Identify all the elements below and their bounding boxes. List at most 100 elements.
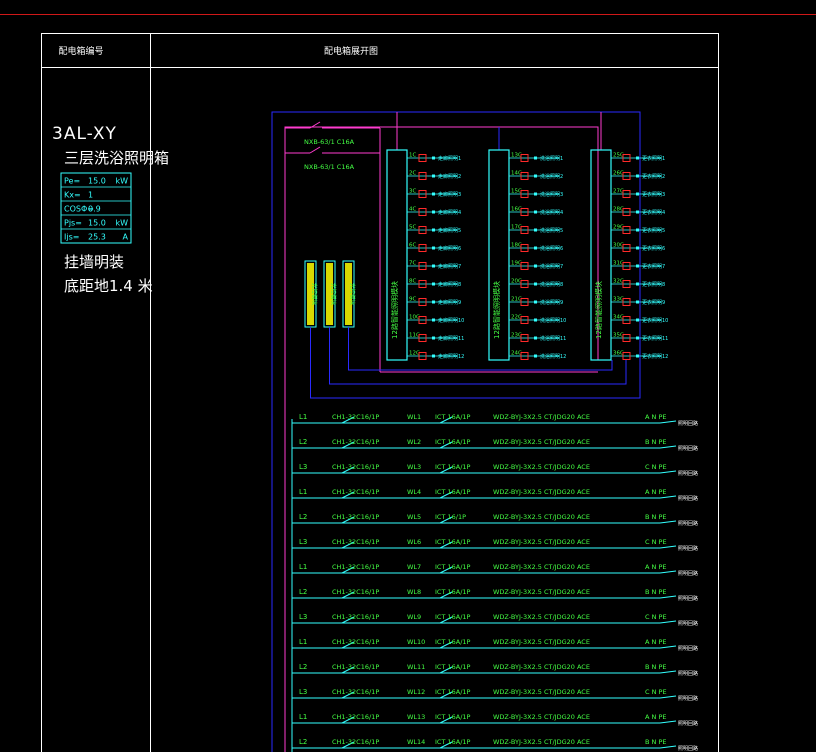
param-label: Ijs= xyxy=(64,233,79,242)
module-label: 12路智能照明模块 xyxy=(594,281,603,339)
outer-frame xyxy=(41,33,719,752)
channel-label: 2C xyxy=(409,171,416,177)
channel-output-label: 洗浴照明1 xyxy=(540,155,563,162)
channel-output-label: 走廊照明4 xyxy=(438,209,461,216)
channel-terminal xyxy=(534,228,537,232)
circuit-load: 照明回路 xyxy=(678,720,698,727)
circuit-load: 照明回路 xyxy=(678,520,698,527)
channel-terminal xyxy=(432,156,435,160)
control-module-label: 光控模块 xyxy=(311,283,319,306)
circuit-breaker-contact xyxy=(341,666,355,674)
channel-relay xyxy=(418,226,427,234)
channel-relay xyxy=(622,244,631,252)
channel-output-label: 更衣照明12 xyxy=(642,353,668,360)
circuit-cable: WDZ-BYJ-3X2.5 CT/JDG20 ACE xyxy=(493,413,590,421)
channel-relay xyxy=(622,208,631,216)
circuit-id: WL3 xyxy=(407,463,421,471)
channel-terminal xyxy=(432,192,435,196)
channel-relay xyxy=(622,316,631,324)
circuit-end xyxy=(659,570,677,574)
param-value: 15.0 xyxy=(88,219,106,228)
param-label: COSΦ= xyxy=(64,205,94,214)
channel-terminal xyxy=(534,156,537,160)
channel-relay xyxy=(520,172,529,180)
channel-relay xyxy=(520,316,529,324)
channel-label: 17C xyxy=(511,225,522,231)
channel-label: 18C xyxy=(511,243,522,249)
circuit-phase: L3 xyxy=(299,463,307,471)
channel-terminal xyxy=(534,246,537,250)
channel-label: 36C xyxy=(613,351,624,357)
circuit-id: WL7 xyxy=(407,563,421,571)
control-module-fill xyxy=(307,263,314,325)
channel-terminal xyxy=(432,300,435,304)
circuit-breaker: CH1-32C16/1P xyxy=(332,413,379,421)
channel-output-label: 更衣照明7 xyxy=(642,263,665,270)
channel-relay xyxy=(418,352,427,360)
channel-terminal xyxy=(534,354,537,358)
circuit-cable: WDZ-BYJ-3X2.5 CT/JDG20 ACE xyxy=(493,688,590,696)
channel-relay xyxy=(622,154,631,162)
channel-output-label: 洗浴照明10 xyxy=(540,317,566,324)
channel-label: 3C xyxy=(409,189,416,195)
channel-output-label: 走廊照明11 xyxy=(438,335,464,342)
channel-terminal xyxy=(636,354,639,358)
circuit-cable: WDZ-BYJ-3X2.5 CT/JDG20 ACE xyxy=(493,738,590,746)
channel-relay xyxy=(418,190,427,198)
circuit-breaker-contact xyxy=(341,641,355,649)
channel-relay xyxy=(418,208,427,216)
channel-terminal xyxy=(432,282,435,286)
circuit-end xyxy=(659,720,677,724)
circuit-end xyxy=(659,595,677,599)
channel-terminal xyxy=(636,264,639,268)
circuit-cable: WDZ-BYJ-3X2.5 CT/JDG20 ACE xyxy=(493,488,590,496)
circuit-relay: ICT 16A/1P xyxy=(435,688,471,696)
circuit-end xyxy=(659,695,677,699)
circuit-phase: L2 xyxy=(299,513,307,521)
circuit-phases: A N PE xyxy=(645,713,666,721)
circuit-breaker-contact xyxy=(341,416,355,424)
circuit-id: WL10 xyxy=(407,638,425,646)
circuit-end xyxy=(659,470,677,474)
channel-output-label: 走廊照明12 xyxy=(438,353,464,360)
channel-output-label: 洗浴照明4 xyxy=(540,209,563,216)
circuit-breaker-contact xyxy=(341,541,355,549)
channel-label: 22C xyxy=(511,315,522,321)
channel-label: 10C xyxy=(409,315,420,321)
channel-terminal xyxy=(636,282,639,286)
circuit-breaker-contact xyxy=(341,566,355,574)
circuit-id: WL6 xyxy=(407,538,421,546)
circuit-relay-contact xyxy=(439,616,453,624)
circuit-breaker-contact xyxy=(341,441,355,449)
circuit-relay: ICT 16A/1P xyxy=(435,438,471,446)
param-unit: kW xyxy=(115,177,128,186)
circuit-breaker: CH1-32C16/1P xyxy=(332,438,379,446)
channel-terminal xyxy=(432,354,435,358)
circuit-breaker-contact xyxy=(341,741,355,749)
circuit-end xyxy=(659,745,677,749)
channel-label: 32C xyxy=(613,279,624,285)
channel-output-label: 更衣照明3 xyxy=(642,191,665,198)
param-label: Pe= xyxy=(64,177,80,186)
channel-label: 26C xyxy=(613,171,624,177)
module-box xyxy=(590,149,612,361)
channel-output-label: 更衣照明10 xyxy=(642,317,668,324)
channel-label: 31C xyxy=(613,261,624,267)
circuit-breaker: CH1-32C16/1P xyxy=(332,713,379,721)
channel-output-label: 洗浴照明8 xyxy=(540,281,563,288)
channel-label: 4C xyxy=(409,207,416,213)
channel-output-label: 走廊照明3 xyxy=(438,191,461,198)
channel-terminal xyxy=(534,192,537,196)
control-wire xyxy=(310,327,641,399)
channel-relay xyxy=(622,226,631,234)
circuit-cable: WDZ-BYJ-3X2.5 CT/JDG20 ACE xyxy=(493,538,590,546)
channel-label: 29C xyxy=(613,225,624,231)
channel-label: 24C xyxy=(511,351,522,357)
circuit-relay: ICT 16A/1P xyxy=(435,413,471,421)
channel-terminal xyxy=(534,264,537,268)
circuit-relay: ICT 16A/1P xyxy=(435,463,471,471)
circuit-load: 照明回路 xyxy=(678,620,698,627)
circuit-end xyxy=(659,495,677,499)
